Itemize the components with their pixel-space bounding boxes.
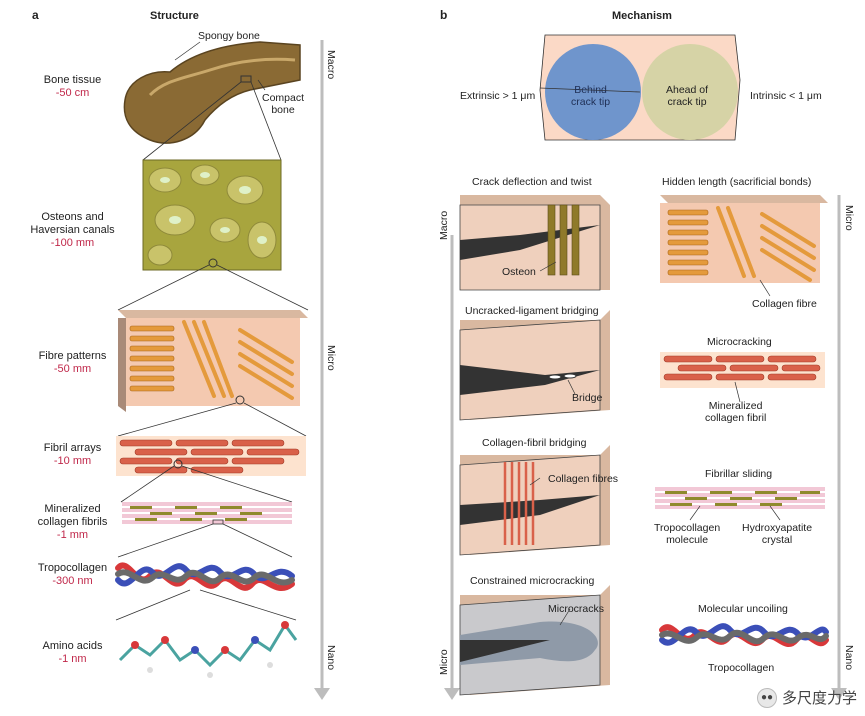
callout-tropocollagen: Tropocollagen [708,662,775,674]
callout-tropocollagen-molecule: Tropocollagen molecule [654,522,721,546]
level-name: Amino acids [42,640,103,652]
venn-extrinsic-label: Extrinsic > 1 μm [460,90,536,102]
callout-mineralized-fibril: Mineralized collagen fibril [705,400,767,424]
mech-title-hidden-length: Hidden length (sacrificial bonds) [662,176,812,188]
mineralized-fibrils-image [122,502,292,525]
venn-behind-label: Behind crack tip [571,84,611,108]
panel-a-title: Structure [150,10,199,22]
watermark: ●● 多尺度力学 [756,687,857,708]
level-size: -1 nm [58,653,87,665]
venn-diagram [539,34,741,141]
mech-title-ligament-bridging: Uncracked-ligament bridging [465,305,599,317]
level-osteons: Osteons and Haversian canals -100 mm [25,198,120,263]
level-name: Fibre patterns [38,350,107,362]
callout-osteon: Osteon [502,266,536,278]
callout-microcracks: Microcracks [548,603,605,615]
fibril-arrays-image [116,436,306,476]
callout-bridge: Bridge [572,392,603,404]
axis-b-right-nano: Nano [843,645,855,671]
level-bone-tissue: Bone tissue -50 cm [35,74,110,100]
level-size: -50 mm [53,363,92,375]
panel-b-title: Mechanism [612,10,672,22]
microcracking-image [660,352,825,388]
panel-b-letter: b [440,8,448,22]
level-size: -10 mm [53,455,92,467]
level-name: Osteons and Haversian canals [30,211,115,236]
constrained-microcracking-image [459,585,610,696]
fibre-patterns-image [118,310,308,412]
callout-collagen-fibre: Collagen fibre [752,298,817,310]
axis-a-micro: Micro [325,345,337,371]
mech-title-collagen-bridging: Collagen-fibril bridging [482,437,587,449]
mech-title-crack-deflection: Crack deflection and twist [472,176,592,188]
tropocollagen-image [115,562,295,591]
level-mineralized-fibrils: Mineralized collagen fibrils -1 mm [30,490,115,555]
collagen-bridging-image [459,445,610,556]
level-fibril-arrays: Fibril arrays -10 mm [35,442,110,468]
level-fibre-patterns: Fibre patterns -50 mm [35,350,110,376]
axis-a-macro: Macro [325,50,337,80]
axis-b-right-micro: Micro [843,205,855,231]
level-amino-acids: Amino acids -1 nm [30,640,115,666]
crack-deflection-image [459,195,610,291]
callout-hydroxyapatite: Hydroxyapatite crystal [742,522,813,546]
axis-b-left-macro: Macro [438,210,450,240]
callout-collagen-fibres: Collagen fibres [548,473,619,485]
mech-title-constrained-microcracking: Constrained microcracking [470,575,595,587]
scale-axis-a-arrowhead [314,688,330,700]
panel-a-letter: a [32,8,39,22]
ligament-bridging-image [459,310,610,421]
level-size: -100 mm [50,237,95,249]
spongy-bone-callout: Spongy bone [198,30,260,42]
bone-tissue-image [123,41,301,144]
osteons-image [142,159,282,271]
amino-acids-image [118,621,298,678]
level-name: Tropocollagen [37,562,108,574]
watermark-text: 多尺度力学 [781,690,857,707]
mech-title-molecular-uncoiling: Molecular uncoiling [698,603,788,615]
level-size: -50 cm [55,87,90,99]
compact-bone-callout: Compact bone [262,92,305,116]
level-tropocollagen: Tropocollagen -300 nm [30,562,115,588]
molecular-uncoiling-image [659,623,829,647]
hidden-length-image [660,195,828,283]
mech-title-microcracking: Microcracking [707,336,772,348]
level-name: Bone tissue [43,74,102,86]
wechat-icon: ●● [756,687,777,708]
level-name: Fibril arrays [43,442,102,454]
level-name: Mineralized collagen fibrils [37,503,108,528]
venn-intrinsic-label: Intrinsic < 1 μm [750,90,822,102]
level-size: -300 nm [52,575,93,587]
mech-title-fibrillar-sliding: Fibrillar sliding [705,468,773,480]
venn-ahead-label: Ahead of crack tip [666,84,709,108]
fibrillar-sliding-image [655,487,825,509]
axis-b-left-micro: Micro [438,649,450,675]
level-size: -1 mm [56,529,89,541]
axis-a-nano: Nano [325,645,337,671]
